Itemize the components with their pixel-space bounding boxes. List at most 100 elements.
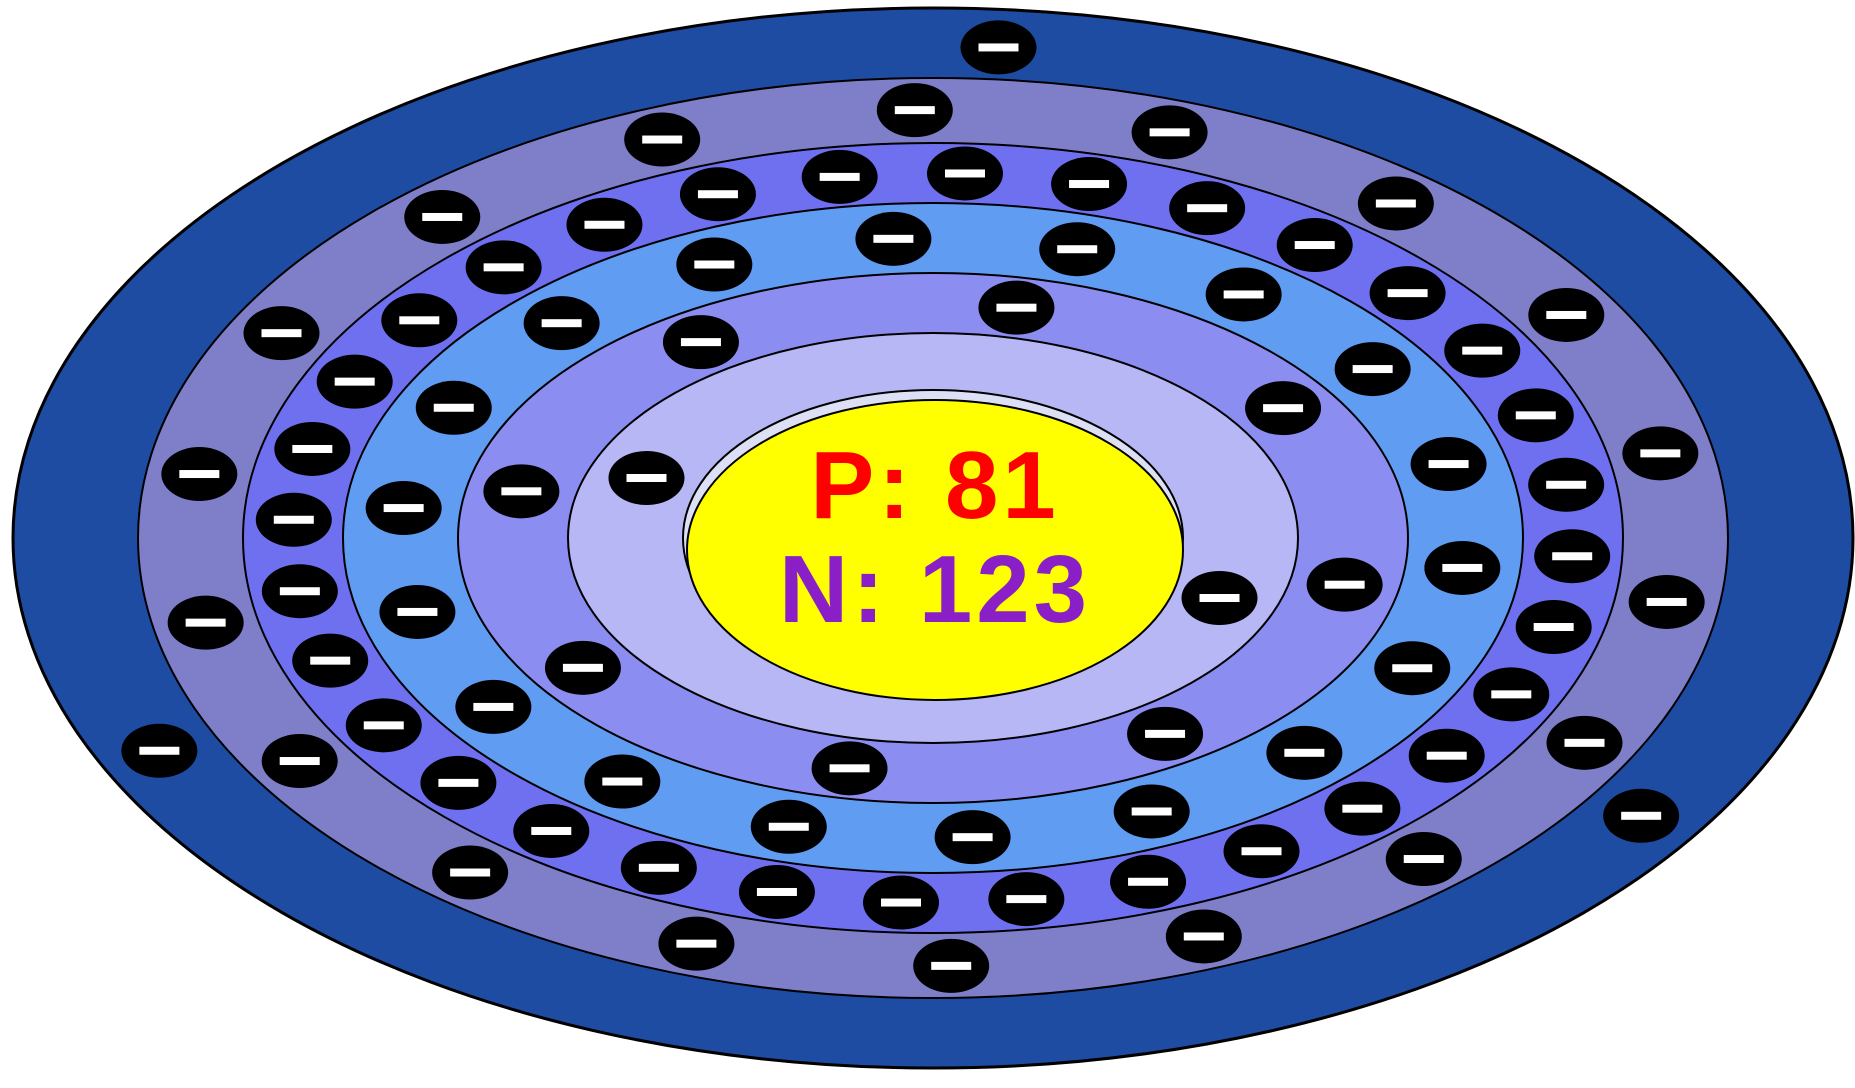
minus-icon bbox=[139, 747, 179, 755]
electron-shell-5 bbox=[1546, 716, 1622, 770]
minus-icon bbox=[895, 106, 935, 114]
minus-icon bbox=[639, 864, 679, 872]
minus-icon bbox=[945, 169, 985, 177]
minus-icon bbox=[1392, 664, 1432, 672]
electron-shell-4 bbox=[274, 422, 350, 476]
minus-icon bbox=[364, 721, 404, 729]
minus-icon bbox=[820, 173, 860, 181]
minus-icon bbox=[384, 504, 424, 512]
minus-icon bbox=[978, 43, 1018, 51]
minus-icon bbox=[399, 316, 439, 324]
electron-shell-5 bbox=[1358, 176, 1434, 230]
electron-shell-5 bbox=[262, 734, 338, 788]
electron-shell-4 bbox=[1409, 729, 1485, 783]
minus-icon bbox=[542, 319, 582, 327]
minus-icon bbox=[1295, 241, 1335, 249]
electron-shell-3 bbox=[1039, 222, 1115, 276]
electron-shell-3 bbox=[455, 680, 531, 734]
electron-shell-5 bbox=[913, 939, 989, 993]
electron-shell-5 bbox=[877, 83, 953, 137]
minus-icon bbox=[438, 779, 478, 787]
electron-shell-3 bbox=[379, 585, 455, 639]
electron-shell-4 bbox=[988, 872, 1064, 926]
minus-icon bbox=[676, 940, 716, 948]
electron-shell-5 bbox=[432, 846, 508, 900]
minus-icon bbox=[1325, 581, 1365, 589]
electron-shell-4 bbox=[317, 355, 393, 409]
electron-shell-4 bbox=[1051, 157, 1127, 211]
electron-shell-4 bbox=[513, 804, 589, 858]
electron-shell-2 bbox=[545, 641, 621, 695]
minus-icon bbox=[1647, 598, 1687, 606]
minus-icon bbox=[757, 888, 797, 896]
minus-icon bbox=[694, 261, 734, 269]
minus-icon bbox=[473, 703, 513, 711]
minus-icon bbox=[602, 778, 642, 786]
minus-icon bbox=[450, 869, 490, 877]
electron-shell-2 bbox=[812, 741, 888, 795]
protons-label: P: 81 bbox=[810, 432, 1059, 539]
electron-shell-3 bbox=[1266, 726, 1342, 780]
minus-icon bbox=[1200, 594, 1240, 602]
minus-icon bbox=[1132, 807, 1172, 815]
minus-icon bbox=[1621, 812, 1661, 820]
electron-shell-4 bbox=[1110, 855, 1186, 909]
minus-icon bbox=[280, 587, 320, 595]
electron-shell-6 bbox=[960, 20, 1036, 74]
minus-icon bbox=[996, 304, 1036, 312]
minus-icon bbox=[681, 338, 721, 346]
minus-icon bbox=[262, 329, 302, 337]
electron-shell-5 bbox=[1166, 909, 1242, 963]
minus-icon bbox=[1242, 847, 1282, 855]
minus-icon bbox=[769, 823, 809, 831]
electron-shell-5 bbox=[658, 917, 734, 971]
electron-shell-2 bbox=[483, 464, 559, 518]
minus-icon bbox=[1442, 564, 1482, 572]
electron-shell-3 bbox=[584, 755, 660, 809]
electron-shell-1 bbox=[608, 451, 684, 505]
minus-icon bbox=[501, 487, 541, 495]
minus-icon bbox=[1552, 552, 1592, 560]
electron-shell-5 bbox=[1528, 288, 1604, 342]
electron-shell-4 bbox=[292, 634, 368, 688]
electron-shell-4 bbox=[466, 240, 542, 294]
electron-shell-5 bbox=[1629, 575, 1705, 629]
electron-shell-4 bbox=[420, 756, 496, 810]
minus-icon bbox=[484, 263, 524, 271]
electron-shell-2 bbox=[1127, 707, 1203, 761]
minus-icon bbox=[1057, 245, 1097, 253]
minus-icon bbox=[1069, 180, 1109, 188]
electron-shell-4 bbox=[1444, 324, 1520, 378]
minus-icon bbox=[179, 470, 219, 478]
electron-shell-4 bbox=[566, 198, 642, 252]
electron-shell-4 bbox=[680, 167, 756, 221]
electron-shell-5 bbox=[1386, 832, 1462, 886]
electron-shell-1 bbox=[1182, 571, 1258, 625]
minus-icon bbox=[1388, 289, 1428, 297]
electron-shell-4 bbox=[863, 876, 939, 930]
electron-shell-4 bbox=[1516, 600, 1592, 654]
minus-icon bbox=[1187, 204, 1227, 212]
minus-icon bbox=[584, 221, 624, 229]
electron-shell-4 bbox=[739, 865, 815, 919]
minus-icon bbox=[1546, 481, 1586, 489]
electron-shell-4 bbox=[1498, 388, 1574, 442]
minus-icon bbox=[1427, 752, 1467, 760]
electron-shell-4 bbox=[1473, 667, 1549, 721]
minus-icon bbox=[1150, 128, 1190, 136]
minus-icon bbox=[1640, 449, 1680, 457]
minus-icon bbox=[1516, 411, 1556, 419]
electron-shell-4 bbox=[262, 564, 338, 618]
minus-icon bbox=[1462, 347, 1502, 355]
minus-icon bbox=[953, 833, 993, 841]
minus-icon bbox=[1534, 623, 1574, 631]
minus-icon bbox=[1429, 460, 1469, 468]
electron-shell-5 bbox=[404, 190, 480, 244]
minus-icon bbox=[422, 213, 462, 221]
electron-shell-4 bbox=[381, 293, 457, 347]
electron-shell-3 bbox=[366, 481, 442, 535]
neutrons-label: N: 123 bbox=[779, 536, 1091, 643]
minus-icon bbox=[1564, 739, 1604, 747]
electron-shell-3 bbox=[855, 212, 931, 266]
